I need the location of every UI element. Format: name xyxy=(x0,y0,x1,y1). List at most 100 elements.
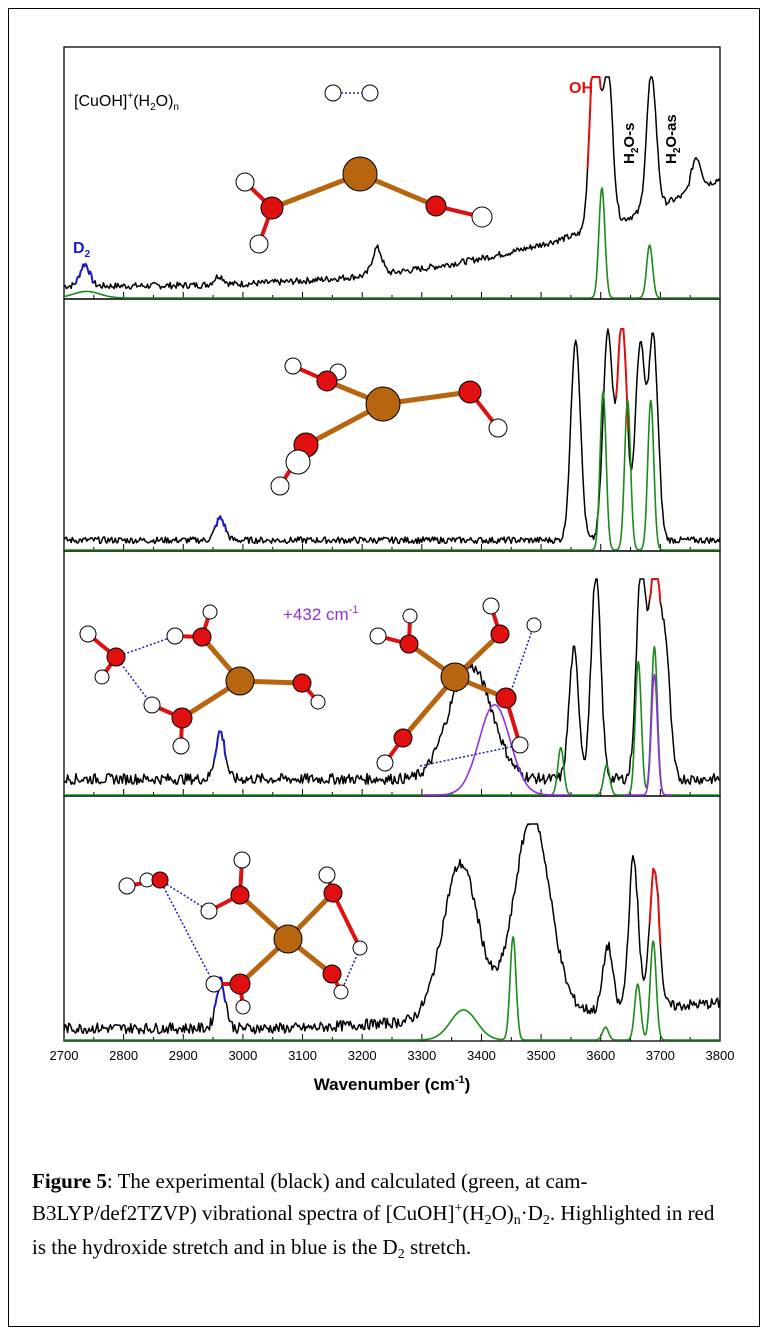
h-atom xyxy=(205,975,223,993)
calculated-trace-panel-4 xyxy=(63,936,721,1041)
molecule-panel-3b xyxy=(369,597,542,772)
cu-atom xyxy=(225,666,255,696)
o-atom xyxy=(495,687,517,709)
caption-label: Figure 5 xyxy=(32,1169,107,1193)
h-atom xyxy=(143,696,161,714)
o-atom xyxy=(399,634,419,654)
o-atom xyxy=(151,871,169,889)
h-atom xyxy=(376,754,394,772)
molecule-panel-3a xyxy=(79,604,326,755)
h-atom xyxy=(471,206,493,228)
x-tick-label: 3300 xyxy=(407,1048,436,1063)
h-atom xyxy=(318,866,336,884)
h-atom xyxy=(166,627,184,645)
x-tick-label: 3400 xyxy=(467,1048,496,1063)
h-atom xyxy=(402,608,418,624)
x-tick-label: 2700 xyxy=(50,1048,79,1063)
o-atom xyxy=(316,370,338,392)
o-atom xyxy=(260,196,284,220)
hbond xyxy=(507,624,535,701)
hbond xyxy=(419,744,521,767)
h-atom xyxy=(352,940,368,956)
x-tick-label: 3000 xyxy=(228,1048,257,1063)
x-tick-label: 2800 xyxy=(109,1048,138,1063)
h-atom xyxy=(235,172,255,192)
x-axis-tick-labels: 2700 2800 2900 3000 3100 3200 3300 3400 3500 3600… xyxy=(50,1048,735,1063)
shifted-calculated-trace xyxy=(421,703,571,796)
h-atom xyxy=(233,851,251,869)
o-atom xyxy=(322,964,342,984)
calculated-trace-panel-2 xyxy=(63,390,721,551)
hydroxide-highlight-panel-2 xyxy=(615,328,630,430)
o-atom xyxy=(292,673,312,693)
molecule-panel-1 xyxy=(235,84,493,254)
o-atom xyxy=(490,624,510,644)
oh-annotation: OH xyxy=(569,80,593,97)
h-atom xyxy=(333,984,349,1000)
o-atom xyxy=(230,885,250,905)
h2o-s-annotation: H2O-s xyxy=(621,123,641,164)
hbond xyxy=(115,656,153,706)
o-atom xyxy=(393,728,413,748)
molecule-panel-4 xyxy=(118,851,368,1015)
h-atom xyxy=(235,999,251,1015)
d2-highlight-panel-4 xyxy=(213,976,227,1009)
h-atom xyxy=(310,694,326,710)
d2-annotation: D2 xyxy=(73,240,91,260)
o-atom xyxy=(323,883,343,903)
shifted-calculated-trace-2 xyxy=(624,673,673,796)
panel-2-frame xyxy=(63,298,721,552)
panel-1-frame xyxy=(63,46,721,300)
experimental-trace-panel-4 xyxy=(63,823,721,1035)
panel-4-frame xyxy=(63,795,721,1042)
d2-highlight-panel-3 xyxy=(213,730,228,760)
cu-atom xyxy=(342,156,378,192)
x-axis-label: Wavenumber (cm-1) xyxy=(314,1074,471,1094)
hydroxide-highlight-panel-1 xyxy=(586,76,602,168)
h2o-as-annotation: H2O-as xyxy=(663,114,683,164)
x-tick-label: 2900 xyxy=(169,1048,198,1063)
o-atom xyxy=(192,627,212,647)
h-atom xyxy=(285,449,311,475)
x-tick-label: 3800 xyxy=(706,1048,735,1063)
x-tick-label: 3200 xyxy=(348,1048,377,1063)
h-atom xyxy=(79,625,97,643)
shift-annotation: +432 cm-1 xyxy=(283,604,358,624)
h-atom xyxy=(511,736,529,754)
h-atom xyxy=(94,669,110,685)
x-tick-label: 3500 xyxy=(527,1048,556,1063)
calculated-trace-panel-3 xyxy=(63,645,721,796)
hydroxide-highlight-panel-4 xyxy=(648,867,662,945)
hbond xyxy=(159,879,210,912)
o-atom xyxy=(458,380,482,404)
hbond xyxy=(159,879,215,985)
calculated-trace-panel-1 xyxy=(63,187,721,299)
d2-atom-2 xyxy=(361,84,379,102)
bond xyxy=(331,892,362,949)
experimental-trace-panel-2 xyxy=(63,328,721,545)
h-atom xyxy=(249,234,269,254)
d2-highlight-panel-2 xyxy=(213,515,228,532)
hydroxide-highlight-panel-3 xyxy=(648,578,662,603)
panel-label: [CuOH]+(H2O)n xyxy=(74,91,179,113)
spectra-traces xyxy=(63,76,721,1041)
h-atom xyxy=(202,604,218,620)
cu-atom xyxy=(440,662,470,692)
d2-highlight-panel-1 xyxy=(74,262,94,284)
x-tick-label: 3100 xyxy=(288,1048,317,1063)
figure-frame xyxy=(8,8,760,1327)
o-atom xyxy=(229,973,251,995)
o-atom xyxy=(425,195,447,217)
molecule-panel-2 xyxy=(270,357,508,496)
hbond xyxy=(115,635,176,658)
experimental-trace-panel-1 xyxy=(63,76,721,290)
d2-atom-1 xyxy=(324,84,342,102)
h-atom xyxy=(526,617,542,633)
h-atom xyxy=(482,597,500,615)
h-atom xyxy=(200,902,218,920)
x-tick-label: 3600 xyxy=(586,1048,615,1063)
o-atom xyxy=(106,647,126,667)
cu-atom xyxy=(365,386,401,422)
h-atom xyxy=(284,357,302,375)
